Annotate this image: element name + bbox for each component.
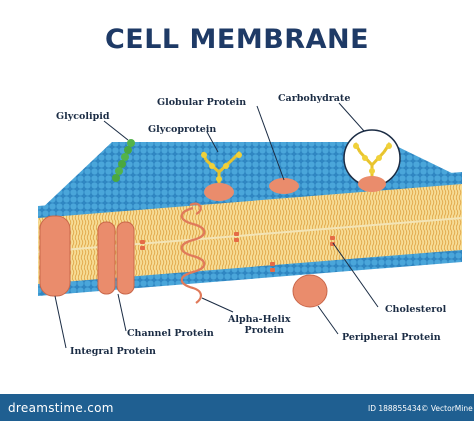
channel-protein-shape — [97, 221, 135, 295]
label-alpha-helix: Alpha-Helix Protein — [228, 314, 291, 336]
label-globular-protein: Globular Protein — [157, 97, 247, 108]
label-alpha-helix-line2: Protein — [244, 325, 284, 336]
footer-image-id: ID 188855434 — [368, 404, 422, 413]
leader-lines — [54, 102, 379, 349]
footer-author: © VectorMine — [421, 404, 473, 413]
label-glycolipid: Glycolipid — [56, 111, 110, 122]
globular-protein-shape — [269, 178, 299, 194]
glycoprotein — [201, 150, 242, 201]
diagram-title: CELL MEMBRANE — [104, 24, 370, 55]
footer-site-logo: dreamstime.com — [8, 401, 114, 415]
integral-protein-shape — [39, 215, 71, 297]
peripheral-protein-shape — [292, 274, 328, 308]
label-cholesterol: Cholesterol — [385, 304, 447, 315]
label-integral-protein: Integral Protein — [70, 346, 156, 357]
front-bottom-heads — [38, 250, 462, 296]
label-peripheral-protein: Peripheral Protein — [342, 332, 441, 343]
front-top-heads — [38, 172, 462, 218]
footer-bar — [0, 394, 474, 421]
label-channel-protein: Channel Protein — [127, 328, 214, 339]
glycolipid-chain — [112, 139, 135, 182]
label-carbohydrate: Carbohydrate — [278, 93, 351, 104]
carbohydrate-callout — [343, 129, 401, 192]
label-alpha-helix-line1: Alpha-Helix — [228, 314, 291, 325]
label-glycoprotein: Glycoprotein — [148, 124, 217, 135]
cholesterol-molecules — [140, 232, 335, 272]
alpha-helix-shape — [180, 202, 206, 304]
